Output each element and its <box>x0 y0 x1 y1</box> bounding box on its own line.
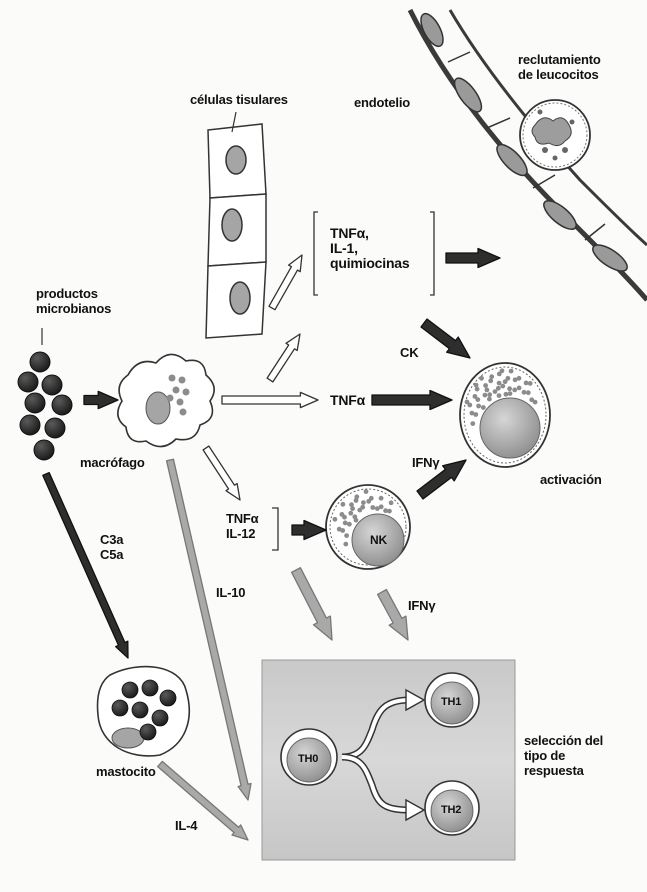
label-th2: TH2 <box>441 803 461 818</box>
label-ck: CK <box>400 345 418 360</box>
label-mastocito: mastocito <box>96 764 156 779</box>
label-tnfa-il12: TNFα IL-12 <box>226 511 258 541</box>
label-tnfa-middle: TNFα <box>330 393 365 408</box>
label-macrofago: macrófago <box>80 455 145 470</box>
label-activacion: activación <box>540 472 602 487</box>
label-th1: TH1 <box>441 695 461 710</box>
label-c3a-c5a: C3a C5a <box>100 532 123 562</box>
label-reclutamiento: reclutamiento de leucocitos <box>518 52 601 82</box>
label-endotelio: endotelio <box>354 95 410 110</box>
label-il4: IL-4 <box>175 818 197 833</box>
label-ifng-lower: IFNγ <box>408 598 435 613</box>
label-celulas-tisulares: células tisulares <box>190 92 288 107</box>
label-productos-microbianos: productos microbianos <box>36 286 111 316</box>
label-seleccion: selección del tipo de respuesta <box>524 733 603 778</box>
label-th0: TH0 <box>298 752 318 767</box>
label-nk: NK <box>370 533 387 548</box>
label-cytokines-group: TNFα, IL-1, quimiocinas <box>330 226 409 271</box>
label-il10: IL-10 <box>216 585 245 600</box>
label-ifng-activation: IFNγ <box>412 455 439 470</box>
